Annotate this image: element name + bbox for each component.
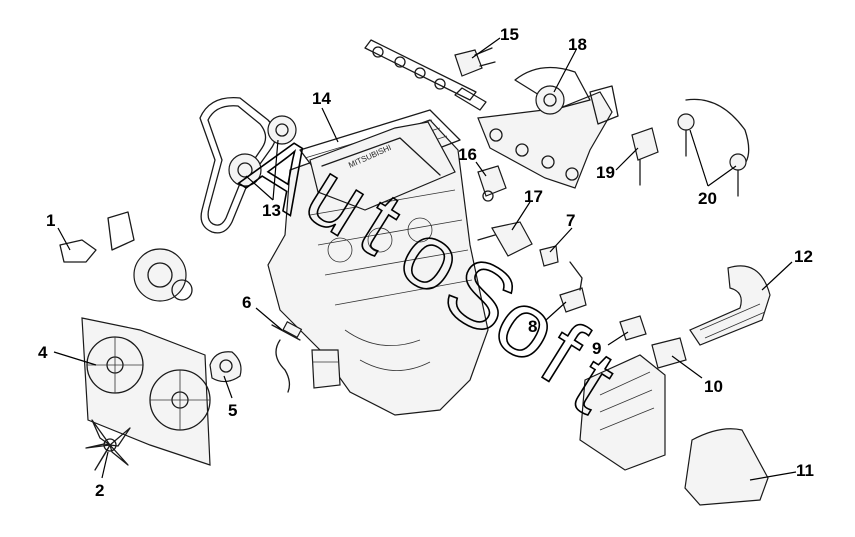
callout-16[interactable]: 16 — [458, 145, 477, 164]
cooling-fan[interactable] — [85, 419, 131, 471]
callout-12[interactable]: 12 — [794, 247, 813, 266]
callout-20[interactable]: 20 — [698, 189, 717, 208]
throttle-body[interactable] — [535, 85, 565, 115]
callout-10[interactable]: 10 — [704, 377, 723, 396]
air-flow-sensor[interactable] — [651, 337, 687, 369]
air-filter-housing[interactable] — [579, 354, 666, 471]
timing-belt[interactable] — [199, 97, 277, 234]
knock-sensor[interactable] — [559, 261, 587, 313]
water-pump[interactable] — [133, 248, 193, 302]
bracket-part[interactable] — [59, 211, 135, 263]
fan-motor[interactable] — [209, 351, 242, 383]
callout-1[interactable]: 1 — [46, 211, 55, 230]
valve-cover[interactable]: MITSUBISHI — [309, 121, 456, 211]
ignition-coil[interactable] — [631, 127, 659, 186]
callout-9[interactable]: 9 — [592, 339, 601, 358]
callout-19[interactable]: 19 — [596, 163, 615, 182]
leader-lines — [53, 37, 797, 481]
callout-13[interactable]: 13 — [262, 201, 281, 220]
resonator-part[interactable] — [619, 315, 647, 341]
callout-17[interactable]: 17 — [524, 187, 543, 206]
oil-filter — [311, 349, 341, 389]
callout-5[interactable]: 5 — [228, 401, 237, 420]
exhaust-manifold — [477, 66, 619, 189]
intake-hose[interactable] — [689, 265, 771, 346]
coolant-temp-sensor[interactable] — [539, 245, 559, 267]
callout-2[interactable]: 2 — [95, 481, 104, 500]
thermostat-housing[interactable] — [477, 221, 533, 257]
radiator-fan-shroud[interactable] — [81, 317, 211, 466]
cam-position-sensor[interactable] — [454, 47, 496, 77]
sensor-wire[interactable] — [271, 321, 303, 393]
callout-14[interactable]: 14 — [312, 89, 331, 108]
spark-plug-wires[interactable] — [677, 98, 750, 197]
callout-18[interactable]: 18 — [568, 35, 587, 54]
camshaft-rail — [364, 39, 487, 111]
cam-pulleys[interactable] — [228, 115, 297, 187]
callout-7[interactable]: 7 — [566, 211, 575, 230]
callout-15[interactable]: 15 — [500, 25, 519, 44]
callout-6[interactable]: 6 — [242, 293, 251, 312]
callout-8[interactable]: 8 — [528, 317, 537, 336]
callout-4[interactable]: 4 — [38, 343, 48, 362]
callout-11[interactable]: 11 — [796, 461, 814, 480]
air-filter-cover[interactable] — [684, 428, 769, 506]
callout-numbers: 1 2 4 5 6 7 8 9 10 11 12 13 14 15 16 17 … — [38, 25, 814, 500]
map-sensor[interactable] — [477, 165, 507, 202]
